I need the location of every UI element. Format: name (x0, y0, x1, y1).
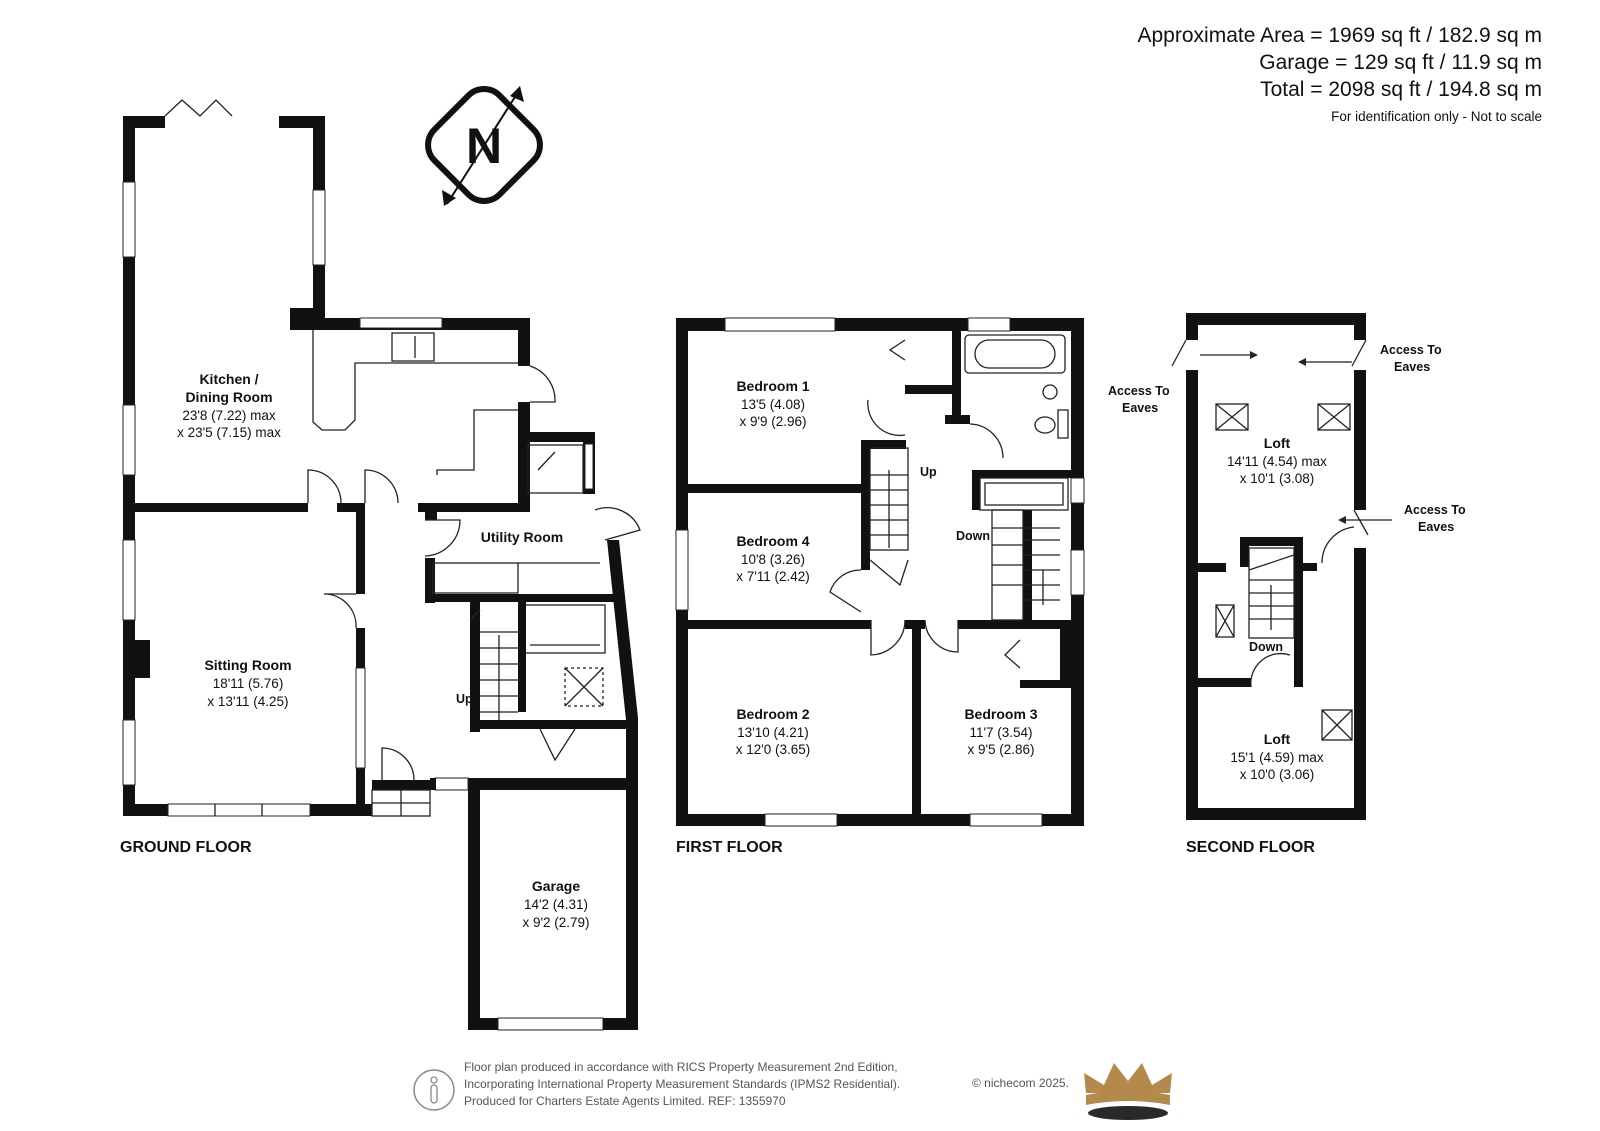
room-utility: Utility Room (481, 529, 563, 545)
eaves-text: Eaves (1394, 360, 1430, 374)
room-dimension: 11'7 (3.54) (969, 725, 1032, 740)
room-dimension: x 13'11 (4.25) (207, 694, 288, 709)
room-dimension: x 9'2 (2.79) (522, 915, 589, 930)
room-dimension: x 7'11 (2.42) (736, 569, 810, 584)
area-summary: Approximate Area = 1969 sq ft / 182.9 sq… (1138, 22, 1543, 124)
second-floor-plan (1171, 313, 1392, 820)
total-area: Total = 2098 sq ft / 194.8 sq m (1260, 78, 1542, 101)
ground-floor-plan (122, 99, 641, 1031)
person-icon (413, 1069, 455, 1111)
room-name: Loft (1264, 731, 1291, 747)
room-dimension: 10'8 (3.26) (741, 552, 805, 567)
footer-line-3: Produced for Charters Estate Agents Limi… (464, 1094, 786, 1108)
room-name: Dining Room (185, 389, 272, 405)
room-dimension: 15'1 (4.59) max (1230, 750, 1324, 765)
eaves-text: Eaves (1122, 401, 1158, 415)
stairs-up-label: Up (920, 465, 937, 479)
room-name: Kitchen / (199, 371, 258, 387)
room-bedroom-4: Bedroom 4 10'8 (3.26) x 7'11 (2.42) (736, 533, 810, 584)
footer-line-2: Incorporating International Property Mea… (464, 1077, 901, 1091)
room-dimension: 13'10 (4.21) (737, 725, 809, 740)
copyright-brand: © nichecom 2025. (972, 1076, 1069, 1090)
compass-letter: N (466, 118, 502, 174)
first-floor-plan (675, 317, 1085, 827)
room-dimension: x 10'0 (3.06) (1240, 767, 1315, 782)
stairs-up-label: Up (456, 692, 473, 706)
room-bedroom-3: Bedroom 3 11'7 (3.54) x 9'5 (2.86) (964, 706, 1037, 757)
room-dimension: 14'11 (4.54) max (1227, 454, 1327, 469)
identification-note: For identification only - Not to scale (1331, 109, 1542, 124)
room-loft-1: Loft 14'11 (4.54) max x 10'1 (3.08) (1227, 435, 1327, 486)
stairs-down-label: Down (1249, 640, 1283, 654)
room-bedroom-1: Bedroom 1 13'5 (4.08) x 9'9 (2.96) (736, 378, 809, 429)
room-dimension: x 9'9 (2.96) (739, 414, 806, 429)
access-eaves-label-mid-right: Access To Eaves (1404, 503, 1466, 534)
room-dimension: x 10'1 (3.08) (1240, 471, 1315, 486)
room-bedroom-2: Bedroom 2 13'10 (4.21) x 12'0 (3.65) (736, 706, 811, 757)
room-dimension: 13'5 (4.08) (741, 397, 805, 412)
room-name: Bedroom 1 (736, 378, 809, 394)
footer-line-1: Floor plan produced in accordance with R… (464, 1060, 898, 1074)
room-name: Garage (532, 878, 580, 894)
footer-text: Floor plan produced in accordance with R… (464, 1059, 900, 1110)
room-garage: Garage 14'2 (4.31) x 9'2 (2.79) (522, 878, 589, 930)
room-name: Sitting Room (204, 657, 291, 673)
room-name: Bedroom 2 (736, 706, 809, 722)
access-eaves-label-left: Access To Eaves (1108, 384, 1170, 415)
floor-label-ground: GROUND FLOOR (120, 839, 252, 856)
eaves-text: Eaves (1418, 520, 1454, 534)
access-to-text: Access To (1108, 384, 1170, 398)
room-dimension: 18'11 (5.76) (213, 676, 284, 691)
room-dimension: x 9'5 (2.86) (967, 742, 1034, 757)
approximate-area: Approximate Area = 1969 sq ft / 182.9 sq… (1137, 24, 1543, 47)
room-dimension: 14'2 (4.31) (524, 897, 588, 912)
access-to-text: Access To (1404, 503, 1466, 517)
room-loft-2: Loft 15'1 (4.59) max x 10'0 (3.06) (1230, 731, 1324, 782)
compass-north-icon: N (425, 86, 543, 206)
room-dimension: x 12'0 (3.65) (736, 742, 811, 757)
room-dimension: 23'8 (7.22) max (182, 408, 276, 423)
garage-area: Garage = 129 sq ft / 11.9 sq m (1259, 51, 1542, 74)
access-to-text: Access To (1380, 343, 1442, 357)
floor-label-first: FIRST FLOOR (676, 839, 783, 856)
room-sitting: Sitting Room 18'11 (5.76) x 13'11 (4.25) (204, 657, 291, 709)
room-dimension: x 23'5 (7.15) max (177, 425, 281, 440)
floor-label-second: SECOND FLOOR (1186, 839, 1315, 856)
crown-logo-icon (1084, 1063, 1172, 1120)
footer: Floor plan produced in accordance with R… (412, 1059, 1172, 1129)
stairs-down-label: Down (956, 529, 990, 543)
access-eaves-label-top-right: Access To Eaves (1380, 343, 1442, 374)
room-kitchen: Kitchen / Dining Room 23'8 (7.22) max x … (177, 371, 281, 440)
room-name: Bedroom 4 (736, 533, 809, 549)
room-name: Loft (1264, 435, 1291, 451)
room-name: Bedroom 3 (964, 706, 1037, 722)
